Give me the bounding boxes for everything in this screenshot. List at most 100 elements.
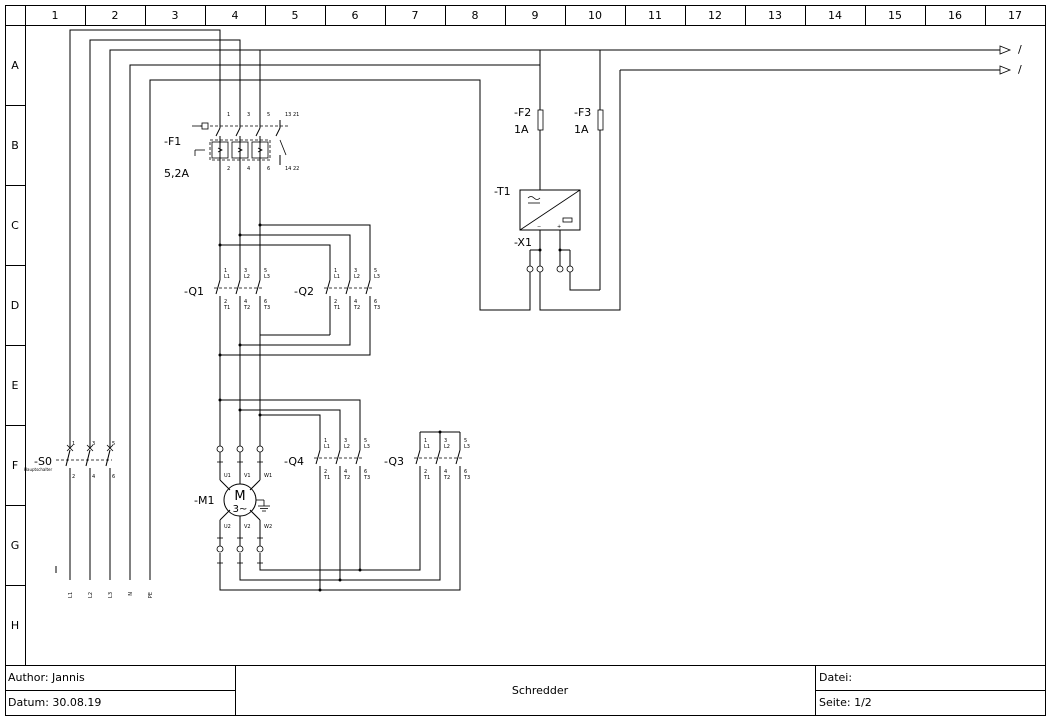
contactor-term-label: L3 (464, 444, 470, 450)
f1-term-4: 4 (247, 166, 250, 172)
f3-fuse (597, 109, 604, 131)
contactor-term-num: 1 (424, 438, 427, 444)
row-label: F (12, 459, 18, 472)
contactor-term-num: 1 (334, 268, 337, 274)
s0-term-3: 3 (92, 441, 95, 447)
column-label: 17 (1008, 9, 1022, 22)
row-label: D (11, 299, 19, 312)
column-label: 2 (112, 9, 119, 22)
motor-u1: U1 (224, 473, 231, 479)
x1-label: -X1 (514, 236, 532, 249)
s0-subtitle: Hauptschalter (24, 467, 53, 472)
output-arrow-a1: / (1018, 43, 1022, 56)
motor-v1: V1 (244, 473, 251, 479)
supply-label: N (128, 592, 134, 596)
q3-label: -Q3 (384, 455, 404, 468)
f1-motor-protection (192, 50, 290, 165)
column-label: 3 (172, 9, 179, 22)
f3-rating: 1A (574, 123, 589, 136)
contactor-term-label: L2 (244, 274, 250, 280)
contactor-term-label: L1 (224, 274, 230, 280)
supply-label: L2 (88, 592, 94, 598)
supply-buses (69, 29, 540, 580)
contactor-term-label: L1 (324, 444, 330, 450)
contactor-term-label: L2 (344, 444, 350, 450)
motor-u2: U2 (224, 524, 231, 530)
contactor-term-num: 2 (324, 469, 327, 475)
m1-phase: 3~ (233, 504, 248, 515)
contactor-term-num: 5 (264, 268, 267, 274)
column-label: 5 (292, 9, 299, 22)
m1-label: -M1 (194, 494, 214, 507)
contactor-term-num: 3 (244, 268, 247, 274)
contactor-term-num: 3 (444, 438, 447, 444)
contactor-term-num: 6 (264, 299, 267, 305)
column-label: 11 (648, 9, 662, 22)
date: Datum: 30.08.19 (8, 696, 101, 709)
column-label: 8 (472, 9, 479, 22)
contactor-term-label: L1 (334, 274, 340, 280)
contactor-term-label: T2 (343, 475, 350, 481)
column-label: 15 (888, 9, 902, 22)
contactor-term-num: 5 (364, 438, 367, 444)
f1-term-3: 3 (247, 112, 250, 118)
contactor-term-label: T2 (243, 305, 250, 311)
s0-terminal-labels: 1 3 5 2 4 6 (72, 441, 115, 480)
column-label: 7 (412, 9, 419, 22)
page-field: Seite: 1/2 (819, 696, 872, 709)
t1-label: -T1 (494, 185, 511, 198)
contactor-term-label: T3 (373, 305, 380, 311)
f1-aux-21: 21 (293, 112, 299, 118)
drawing-title: Schredder (512, 684, 569, 697)
control-outputs (260, 45, 1012, 311)
f1-terminal-labels: 1 3 5 2 4 6 13 21 14 22 (227, 112, 299, 172)
contactor-term-num: 6 (464, 469, 467, 475)
contactor-term-label: T2 (443, 475, 450, 481)
contactor-term-label: T1 (323, 475, 330, 481)
contactor-term-label: L2 (354, 274, 360, 280)
supply-label: L3 (108, 592, 114, 598)
contactor-term-label: L1 (424, 444, 430, 450)
q4-label: -Q4 (284, 455, 304, 468)
row-label: H (11, 619, 19, 632)
q1-q2-wiring (218, 165, 371, 357)
contactor-term-label: T1 (223, 305, 230, 311)
m1-symbol: M (234, 489, 245, 504)
row-label: A (11, 59, 19, 72)
q2-label: -Q2 (294, 285, 314, 298)
column-label: 4 (232, 9, 239, 22)
row-label: C (11, 219, 19, 232)
row-label: E (12, 379, 19, 392)
t1-minus: − (537, 224, 541, 230)
contactor-term-num: 1 (224, 268, 227, 274)
column-label: 14 (828, 9, 842, 22)
title-block (5, 665, 1045, 715)
author: Author: Jannis (8, 671, 85, 684)
contactor-term-num: 6 (374, 299, 377, 305)
f2-rating: 1A (514, 123, 529, 136)
f1-term-2: 2 (227, 166, 230, 172)
s0-term-6: 6 (112, 474, 115, 480)
contactor-term-label: T3 (363, 475, 370, 481)
contactor-term-label: T3 (263, 305, 270, 311)
contactor-term-num: 5 (374, 268, 377, 274)
f2-label: -F2 (514, 106, 531, 119)
contactor-term-label: T2 (353, 305, 360, 311)
f1-term-5: 5 (267, 112, 270, 118)
contactor-term-label: L3 (374, 274, 380, 280)
contactor-term-num: 3 (344, 438, 347, 444)
f1-rating: 5,2A (164, 167, 189, 180)
column-label: 1 (52, 9, 59, 22)
contactor-term-num: 4 (444, 469, 447, 475)
contactor-term-num: 2 (334, 299, 337, 305)
s0-main-switch (55, 444, 114, 580)
motor-terminal-labels: U1 V1 W1 U2 V2 W2 (224, 473, 272, 530)
supply-label: PE (148, 592, 154, 598)
contactor-term-num: 6 (364, 469, 367, 475)
s0-term-1: 1 (72, 441, 75, 447)
f1-term-1: 1 (227, 112, 230, 118)
contactor-term-label: T1 (423, 475, 430, 481)
